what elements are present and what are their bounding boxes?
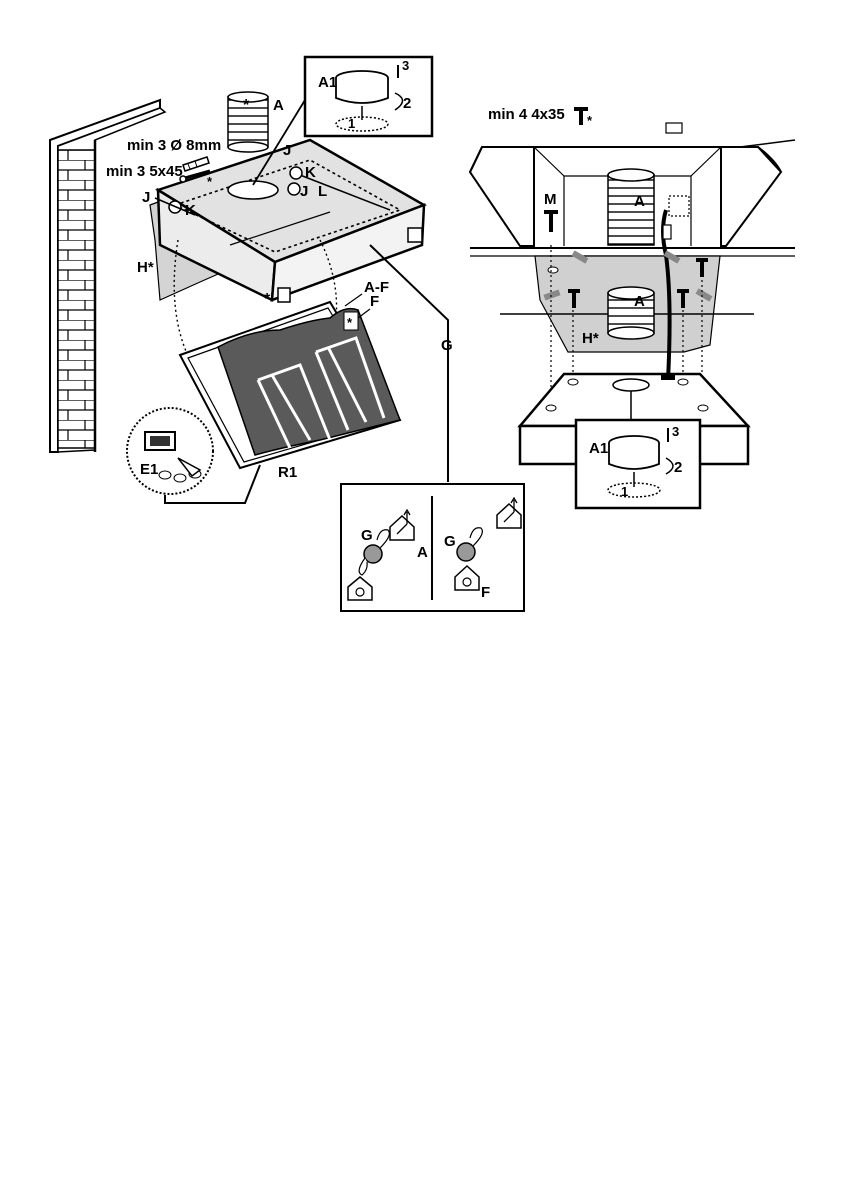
g-line-label: G: [441, 337, 453, 354]
inset-right-a1: A1: [589, 440, 608, 457]
screw-m-label: M: [544, 191, 557, 208]
duct-label-a: A: [273, 97, 284, 114]
wall-plug-spec: min 3 Ø 8mm: [127, 137, 221, 154]
screw-k-left: K: [185, 202, 196, 219]
right-screw-spec: min 4 4x35: [488, 106, 565, 123]
inset-right-2: 2: [674, 459, 682, 476]
inset-left-1: 1: [348, 116, 355, 131]
duct-star: *: [243, 97, 250, 114]
template-label-h-left: H*: [137, 259, 154, 276]
left-wall-mounting-view: A * min 3 Ø 8mm min 3 5x45 * J K J K J L…: [50, 57, 432, 503]
filter-label-r1: R1: [278, 464, 297, 481]
inset-right-3: 3: [672, 424, 679, 439]
right-ceiling-mounting-view: min 4 4x35 * A: [470, 106, 795, 508]
template-label-h-right: H*: [582, 330, 599, 347]
duct-upper-label: A: [634, 193, 645, 210]
bracket-j-top: J: [283, 142, 291, 159]
duct-lower-label: A: [634, 293, 645, 310]
screw-k-top: K: [305, 164, 316, 181]
inset-left-a1: A1: [318, 74, 337, 91]
inset-duct-fitting-left: [305, 57, 432, 136]
slider-label-e1: E1: [140, 461, 158, 478]
screw-spec: min 3 5x45: [106, 163, 183, 180]
duct-icon: [608, 169, 654, 245]
filter-label-f: F: [370, 293, 379, 310]
screw-icon: [574, 107, 588, 125]
bracket-j-mid: J: [300, 183, 308, 200]
hood-star: *: [264, 291, 271, 308]
mode-g-left: G: [361, 527, 373, 544]
right-screw-star: *: [587, 113, 593, 128]
screw-icon: [544, 210, 558, 232]
duct-icon: [608, 287, 654, 339]
inset-right-1: 1: [621, 484, 628, 499]
mode-f-label: F: [481, 584, 490, 601]
inset-left-3: 3: [402, 58, 409, 73]
bracket-l-mid: L: [318, 183, 327, 200]
slider-knob-icon: [127, 408, 213, 494]
bracket-j-left: J: [142, 189, 150, 206]
mode-g-right: G: [444, 533, 456, 550]
mode-a-label: A: [417, 544, 428, 561]
mode-selector-box: G A G F: [341, 484, 524, 611]
wall-plug-icon: [183, 157, 209, 171]
inset-left-2: 2: [403, 95, 411, 112]
